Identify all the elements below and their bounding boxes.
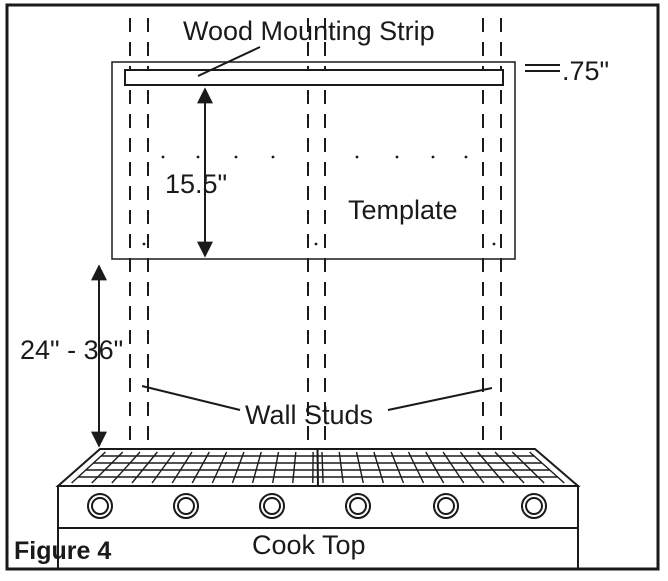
height-above-cooktop-label: 24" - 36" <box>20 335 123 365</box>
strip-thickness-label: .75" <box>562 56 609 86</box>
wall-studs-leader-right <box>388 388 492 410</box>
strip-to-template-label: 15.5" <box>165 169 227 199</box>
cook-top-label: Cook Top <box>252 530 366 560</box>
cooktop-front-panel <box>58 486 578 528</box>
wall-studs-leader-left <box>142 386 240 410</box>
template-outline <box>112 62 515 259</box>
wood-mounting-strip-label: Wood Mounting Strip <box>183 16 435 46</box>
thickness-marks <box>525 65 560 71</box>
grate-divider <box>318 449 319 486</box>
figure-caption: Figure 4 <box>14 537 111 565</box>
wall-studs-label: Wall Studs <box>245 400 373 430</box>
template-label: Template <box>348 195 458 225</box>
wood-mounting-strip <box>125 70 503 85</box>
